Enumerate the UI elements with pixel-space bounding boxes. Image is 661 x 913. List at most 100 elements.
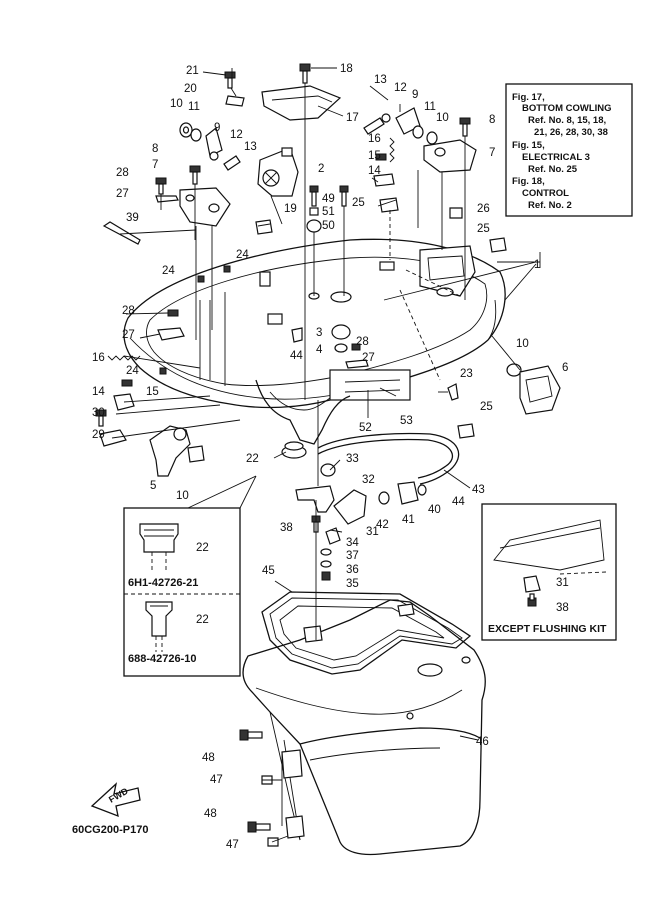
grommet-part-code-b: 688-42726-10 (128, 653, 197, 665)
callout-number: 10 (176, 490, 189, 502)
callout-number: 27 (116, 188, 129, 200)
flushing-inset-label-a: 31 (556, 577, 569, 589)
callout-number: 53 (400, 415, 413, 427)
flushing-inset-caption: EXCEPT FLUSHING KIT (488, 623, 607, 635)
upper-right-parts (291, 107, 561, 439)
callout-number: 4 (316, 344, 323, 356)
fwd-arrow-icon (90, 782, 141, 818)
ref-line: Ref. No. 25 (528, 164, 578, 175)
callout-number: 8 (489, 114, 495, 126)
callout-number: 14 (92, 386, 105, 398)
callout-number: 31 (366, 526, 379, 538)
diagram-code: 60CG200-P170 (72, 824, 148, 836)
callout-number: 20 (184, 83, 197, 95)
callout-number: 46 (476, 736, 489, 748)
callout-number: 48 (204, 808, 217, 820)
callout-number: 7 (152, 159, 158, 171)
callout-number: 22 (246, 453, 259, 465)
callout-number: 45 (262, 565, 275, 577)
callout-number: 1 (534, 259, 540, 271)
callout-number: 12 (394, 82, 407, 94)
callout-number: 8 (152, 143, 158, 155)
callout-number: 28 (116, 167, 129, 179)
flushing-inset (481, 503, 617, 641)
callout-number: 25 (480, 401, 493, 413)
callout-number: 16 (368, 133, 381, 145)
grommet-inset-label-b: 22 (196, 614, 209, 626)
callout-number: 17 (346, 112, 359, 124)
callout-number: 51 (322, 206, 335, 218)
callout-number: 44 (452, 496, 465, 508)
callout-number: 2 (318, 163, 324, 175)
callout-number: 6 (562, 362, 568, 374)
callout-number: 40 (428, 504, 441, 516)
callout-number: 9 (214, 122, 220, 134)
callout-number: 3 (316, 327, 322, 339)
callout-number: 19 (284, 203, 297, 215)
callout-number: 27 (362, 352, 375, 364)
callout-number: 24 (236, 249, 249, 261)
grommet-inset-label-a: 22 (196, 542, 209, 554)
callout-number: 27 (122, 329, 135, 341)
callout-number: 41 (402, 514, 415, 526)
ref-line: BOTTOM COWLING (522, 103, 612, 114)
callout-number: 13 (244, 141, 257, 153)
grommet-inset (123, 507, 241, 677)
callout-number: 10 (170, 98, 183, 110)
callout-number: 24 (126, 365, 139, 377)
callout-number: 44 (290, 350, 303, 362)
callout-number: 11 (424, 101, 436, 113)
ref-line: Ref. No. 2 (528, 200, 572, 211)
callout-number: 39 (126, 212, 139, 224)
callout-number: 7 (489, 147, 495, 159)
callout-number: 33 (346, 453, 359, 465)
callout-number: 21 (186, 65, 199, 77)
ref-line: Fig. 18, (512, 176, 545, 187)
callout-number: 48 (202, 752, 215, 764)
callout-number: 5 (150, 480, 156, 492)
reference-box: Fig. 17, BOTTOM COWLING Ref. No. 8, 15, … (512, 92, 612, 211)
grommet-part-code-a: 6H1-42726-21 (128, 577, 198, 589)
callout-number: 34 (346, 537, 359, 549)
ref-line: Fig. 17, (512, 92, 545, 103)
callout-number: 36 (346, 564, 359, 576)
callout-number: 30 (92, 407, 105, 419)
callout-number: 52 (359, 422, 372, 434)
flushing-inset-label-b: 38 (556, 602, 569, 614)
ref-line: Ref. No. 8, 15, 18, (528, 115, 606, 126)
callout-number: 50 (322, 220, 335, 232)
leader-lines (111, 67, 541, 843)
bottom-cowling-apron (242, 591, 486, 856)
callout-number: 9 (412, 89, 418, 101)
callout-number: 49 (322, 193, 335, 205)
callout-number: 47 (210, 774, 223, 786)
callout-number: 29 (92, 429, 105, 441)
callout-number: 18 (340, 63, 353, 75)
callout-number: 15 (368, 150, 381, 162)
callout-number: 38 (280, 522, 293, 534)
callout-number: 10 (436, 112, 449, 124)
ref-line: ELECTRICAL 3 (522, 152, 590, 163)
callout-number: 47 (226, 839, 239, 851)
callout-number: 25 (477, 223, 490, 235)
callout-number: 43 (472, 484, 485, 496)
ref-line: Fig. 15, (512, 140, 545, 151)
callout-number: 37 (346, 550, 359, 562)
ref-line: CONTROL (522, 188, 569, 199)
callout-number: 32 (362, 474, 375, 486)
callout-number: 12 (230, 129, 243, 141)
reference-box-frame (505, 83, 633, 217)
bottom-cowling-pan (123, 238, 506, 459)
callout-number: 13 (374, 74, 387, 86)
callout-number: 15 (146, 386, 159, 398)
callout-number: 25 (352, 197, 365, 209)
callout-number: 10 (516, 338, 529, 350)
callout-number: 11 (188, 101, 200, 113)
callout-number: 42 (376, 519, 389, 531)
callout-number: 23 (460, 368, 473, 380)
callout-number: 35 (346, 578, 359, 590)
callout-number: 14 (368, 165, 381, 177)
